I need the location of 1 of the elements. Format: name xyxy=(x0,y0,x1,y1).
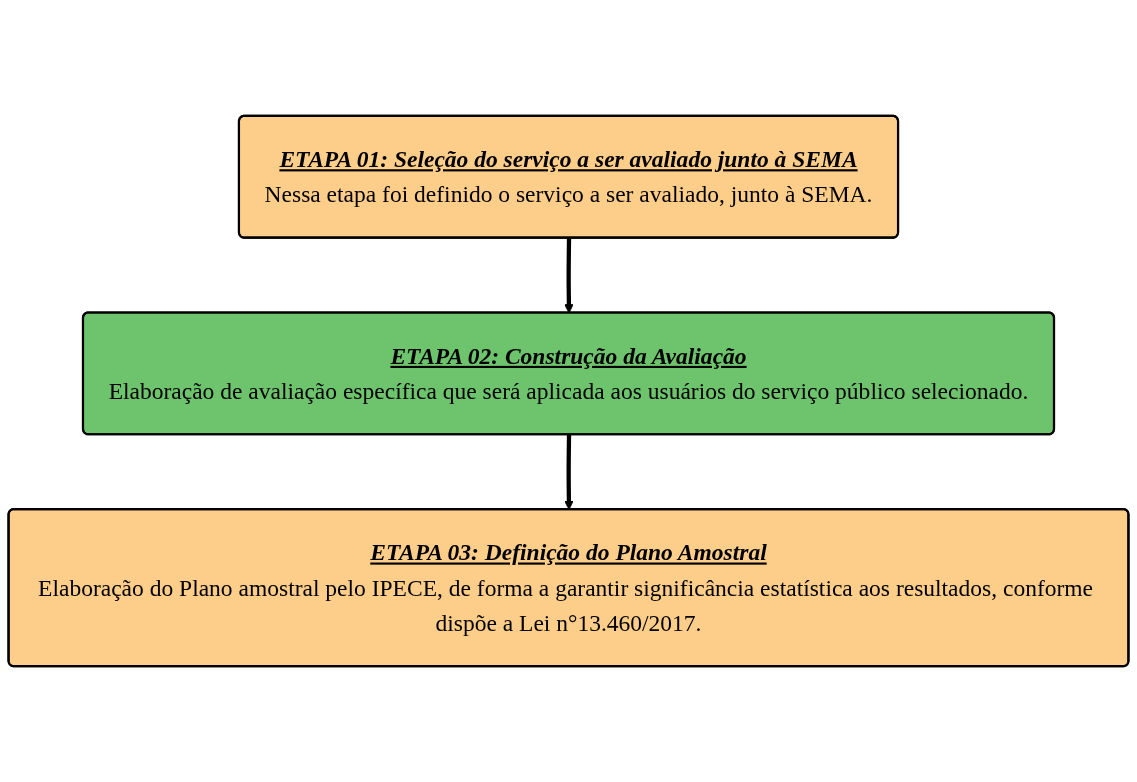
flowchart: ETAPA 01: Seleção do serviço a ser avaliado junto à SEMA Nessa etapa foi definido o serviço a ser avaliado, junto à SEMA. ETAPA 02: Construção da Avaliação Elaboração de avaliação específica que será aplicada aos usuários do serviço público selecionado. ETAPA 03: Definição do Plano Amostral Elaboração do Plano amostral pelo IPECE, de forma a garantir significância estatística aos resultados, conforme dispõe a Lei n°13.460/2017. xyxy=(0,0,1137,782)
